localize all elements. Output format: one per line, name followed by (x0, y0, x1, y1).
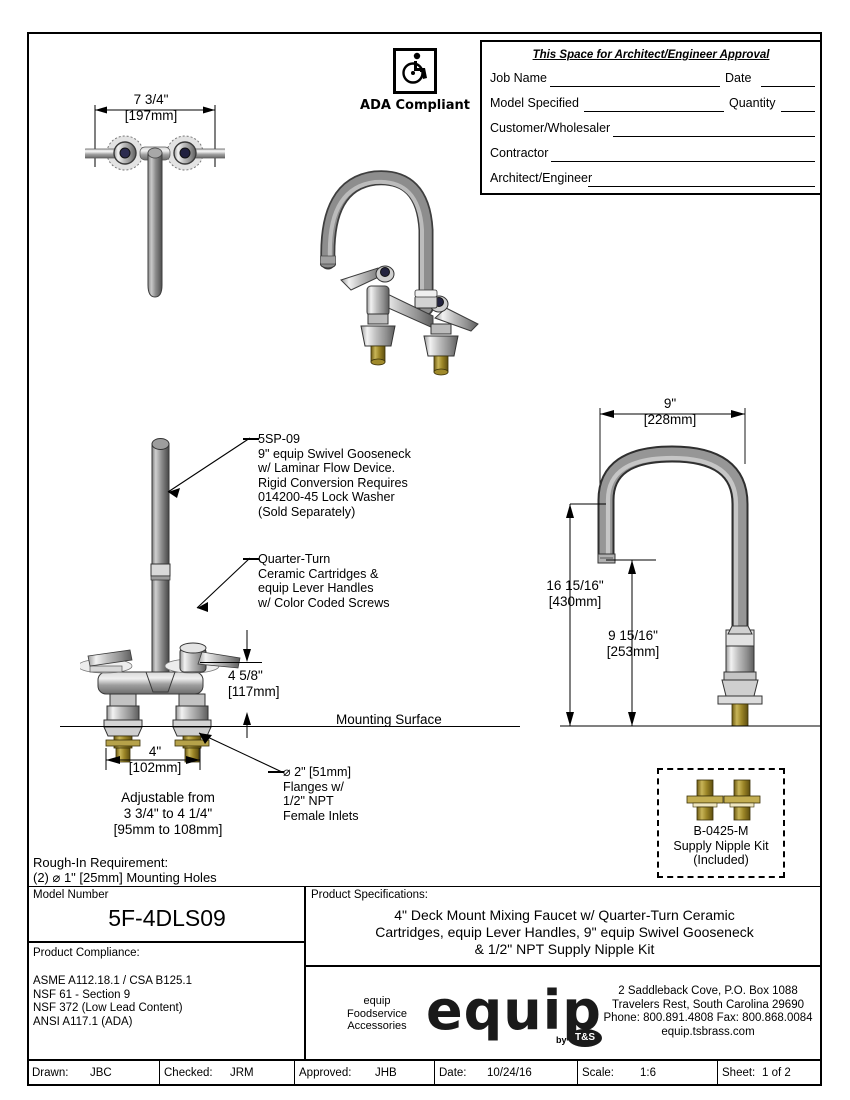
model-number-value: 5F-4DLS09 (108, 905, 226, 931)
footer-field-date: Date: 10/24/16 (435, 1061, 578, 1085)
address-line-1: 2 Saddleback Cove, P.O. Box 1088 (618, 985, 798, 997)
body-height-dimension-arrows (243, 630, 251, 738)
gooseneck-elevation-drawing (560, 408, 820, 727)
supply-nipple-kit-box: B-0425-M Supply Nipple Kit (Included) (657, 768, 785, 878)
footer-value-date: 10/24/16 (487, 1067, 532, 1079)
title-block-footer: Drawn: JBC Checked: JRM Approved: JHB Da… (27, 1060, 822, 1086)
top-view-drawing (85, 105, 225, 298)
architect-engineer-label: Architect/Engineer (490, 171, 593, 185)
job-name-label: Job Name (490, 71, 547, 85)
footer-key-drawn: Drawn: (32, 1067, 69, 1079)
architect-engineer-input[interactable] (588, 185, 815, 187)
customer-wholesaler-input[interactable] (613, 135, 815, 137)
brand-address: 2 Saddleback Cove, P.O. Box 1088 Travele… (596, 985, 820, 1039)
body-height-dimension-text: 4 5/8" [117mm] (228, 668, 280, 699)
footer-key-checked: Checked: (164, 1067, 213, 1079)
model-specified-input[interactable] (584, 110, 724, 112)
footer-field-approved: Approved: JHB (295, 1061, 435, 1085)
approval-block: This Space for Architect/Engineer Approv… (480, 40, 822, 195)
callout-cartridges-leader (243, 558, 259, 560)
footer-key-scale: Scale: (582, 1067, 614, 1079)
mounting-surface-line (60, 726, 520, 727)
faucet-isometric-view (320, 170, 479, 376)
footer-key-sheet: Sheet: (722, 1067, 756, 1079)
nipple-pair-icon (686, 779, 761, 821)
footer-value-sheet: 1 of 2 (762, 1067, 791, 1079)
ada-compliant-label: ADA Compliant (360, 98, 470, 113)
job-name-input[interactable] (550, 85, 720, 87)
mounting-surface-label: Mounting Surface (336, 712, 442, 727)
footer-value-drawn: JBC (90, 1067, 112, 1079)
approval-row-customer-wholesaler: Customer/Wholesaler (482, 117, 820, 142)
callout-flanges-leader (198, 732, 283, 773)
footer-field-scale: Scale: 1:6 (578, 1061, 718, 1085)
product-specifications-text: 4" Deck Mount Mixing Faucet w/ Quarter-T… (375, 907, 754, 957)
center-spread-dimension-arrows (105, 748, 201, 770)
nipple-kit-name: Supply Nipple Kit (673, 838, 769, 853)
nipple-kit-included-note: (Included) (693, 853, 749, 867)
equip-logo-by: by (556, 1035, 567, 1045)
footer-field-checked: Checked: JRM (160, 1061, 295, 1085)
callout-leaders-left (167, 437, 251, 612)
contractor-label: Contractor (490, 146, 549, 160)
footer-value-approved: JHB (375, 1067, 397, 1079)
faucet-side-elevation (80, 438, 241, 763)
tsbrass-logo: T&S (568, 1029, 602, 1047)
callout-gooseneck-text: 5SP-09 9" equip Swivel Gooseneck w/ Lami… (258, 432, 411, 519)
body-height-upper-extension (200, 662, 262, 663)
footer-value-scale: 1:6 (640, 1067, 656, 1079)
footer-key-date: Date: (439, 1067, 467, 1079)
model-specified-label: Model Specified (490, 96, 579, 110)
callout-gooseneck-leader (243, 438, 259, 440)
approval-row-model-specified: Model Specified Quantity (482, 92, 820, 117)
approval-row-architect-engineer: Architect/Engineer (482, 167, 820, 192)
compliance-item-3: ANSI A117.1 (ADA) (33, 1015, 133, 1028)
wheelchair-icon (393, 48, 437, 94)
approval-row-contractor: Contractor (482, 142, 820, 167)
callout-cartridges-text: Quarter-Turn Ceramic Cartridges & equip … (258, 552, 390, 610)
quantity-input[interactable] (781, 110, 815, 112)
top-view-width-dimension: 7 3/4" [197mm] (124, 92, 178, 123)
address-line-2: Travelers Rest, South Carolina 29690 (612, 998, 804, 1011)
ada-compliant-badge: ADA Compliant (345, 48, 485, 113)
spout-height-dimension-text: 9 15/16" [253mm] (606, 628, 660, 659)
footer-field-drawn: Drawn: JBC (28, 1061, 160, 1085)
customer-wholesaler-label: Customer/Wholesaler (490, 121, 611, 135)
footer-value-checked: JRM (230, 1067, 254, 1079)
brand-tagline: equip Foodservice Accessories (347, 995, 407, 1032)
product-compliance-label: Product Compliance: (33, 947, 140, 959)
callout-flanges-dash (268, 771, 284, 773)
equip-logo: equip by T&S (426, 975, 616, 1055)
product-specifications-cell: Product Specifications: 4" Deck Mount Mi… (305, 886, 822, 966)
date-input[interactable] (761, 85, 815, 87)
model-number-cell: Model Number 5F-4DLS09 (27, 886, 305, 942)
product-compliance-cell: Product Compliance: ASME A112.18.1 / CSA… (27, 942, 305, 1060)
footer-key-approved: Approved: (299, 1067, 352, 1079)
callout-flanges-text: ⌀ 2" [51mm] Flanges w/ 1/2" NPT Female I… (283, 765, 359, 823)
contractor-input[interactable] (551, 160, 815, 162)
model-number-label: Model Number (33, 889, 109, 901)
footer-field-sheet: Sheet: 1 of 2 (718, 1061, 821, 1085)
brand-cell: equip Foodservice Accessories equip by T… (305, 966, 822, 1060)
overall-height-dimension-text: 16 15/16" [430mm] (546, 578, 604, 609)
gooseneck-reach-dimension-text: 9" [228mm] (643, 396, 697, 427)
compliance-item-2: NSF 372 (Low Lead Content) (33, 1002, 183, 1014)
quantity-label: Quantity (729, 96, 776, 110)
nipple-kit-part-number: B-0425-M (693, 824, 749, 838)
compliance-item-1: NSF 61 - Section 9 (33, 988, 131, 1001)
approval-row-job-name: Job Name Date (482, 67, 820, 92)
address-line-3: Phone: 800.891.4808 Fax: 800.868.0084 (603, 1012, 813, 1024)
center-spread-dimension-text: 4" [102mm] (128, 744, 182, 775)
date-label: Date (725, 71, 752, 85)
product-specifications-label: Product Specifications: (311, 889, 428, 901)
compliance-item-0: ASME A112.18.1 / CSA B125.1 (33, 975, 192, 987)
approval-title: This Space for Architect/Engineer Approv… (532, 49, 770, 61)
rough-in-requirement-text: Rough-In Requirement: (2) ⌀ 1" [25mm] Mo… (33, 855, 217, 885)
address-line-4: equip.tsbrass.com (661, 1025, 755, 1038)
adjustable-range-text: Adjustable from 3 3/4" to 4 1/4" [95mm t… (113, 790, 223, 837)
